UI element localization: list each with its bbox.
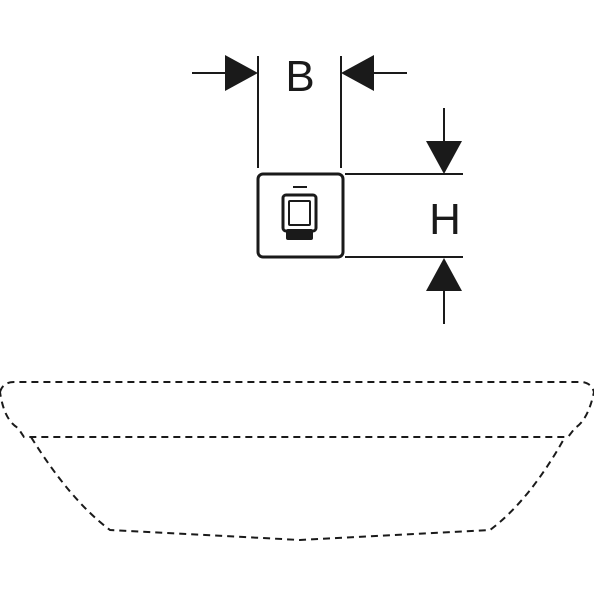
height-label: H <box>429 195 461 244</box>
washbasin-rim <box>0 381 594 438</box>
height-arrowhead-bottom <box>426 258 462 291</box>
height-dimension: H <box>345 108 463 324</box>
washbasin-bowl <box>30 436 566 542</box>
width-dimension: B <box>192 52 407 168</box>
washbasin-outline <box>0 381 594 542</box>
control-unit <box>256 172 345 259</box>
width-arrowhead-left <box>225 55 258 91</box>
width-arrowhead-right <box>341 55 374 91</box>
width-label: B <box>285 52 314 101</box>
height-arrowhead-top <box>426 141 462 174</box>
flush-plate-button-icon <box>281 186 318 240</box>
control-plate <box>256 172 345 259</box>
